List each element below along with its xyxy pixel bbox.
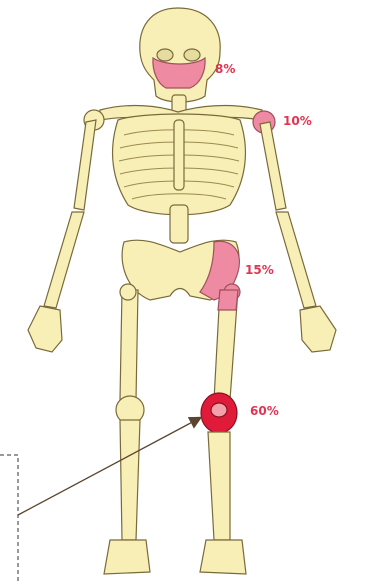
lumbar-spine <box>170 205 188 243</box>
kneecap-right <box>211 403 227 417</box>
hand-left <box>28 306 62 352</box>
femur-left <box>120 290 138 400</box>
dashed-callout-box <box>0 455 18 584</box>
tibia-left <box>120 420 140 540</box>
tibia-right <box>208 432 230 540</box>
label-knee: 60% <box>250 404 279 418</box>
humerus-right <box>260 122 286 210</box>
eye-socket-right <box>184 49 200 61</box>
femur-right-highlight <box>218 290 238 310</box>
humerus-left <box>74 120 96 210</box>
pointer-arrow <box>18 418 200 515</box>
label-skull: 8% <box>215 62 235 76</box>
eye-socket-left <box>157 49 173 61</box>
label-pelvis: 15% <box>245 263 274 277</box>
label-shoulder: 10% <box>283 114 312 128</box>
hand-right <box>300 306 336 352</box>
forearm-left <box>44 212 84 308</box>
forearm-right <box>276 212 316 308</box>
skeleton-figure <box>28 8 336 574</box>
foot-left <box>104 540 150 574</box>
foot-right <box>200 540 246 574</box>
femoral-head-left <box>120 284 136 300</box>
sternum <box>174 120 184 190</box>
